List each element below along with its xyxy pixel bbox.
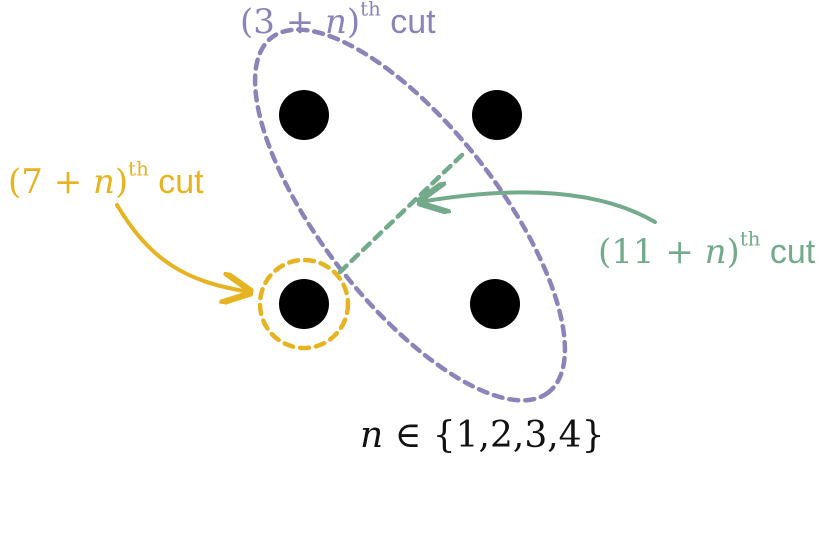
purple-cut-ellipse: [252, 27, 568, 403]
yellow-cut-word: cut: [148, 163, 204, 201]
purple-cut-word: cut: [380, 3, 436, 41]
node-top-left: [279, 90, 329, 140]
node-bottom-right: [470, 279, 520, 329]
purple-cut-label: (3 + n)th cut: [240, 0, 436, 42]
yellow-arrow: [115, 203, 250, 292]
green-arrow: [420, 192, 657, 224]
green-cut-math: (11 + n)th: [598, 227, 761, 272]
yellow-cut-circle: [257, 257, 351, 351]
green-cut-line: [337, 152, 465, 275]
node-bottom-left: [279, 279, 329, 329]
purple-cut-math: (3 + n)th: [240, 0, 381, 42]
yellow-cut-math: (7 + n)th: [8, 157, 149, 202]
node-top-right: [472, 90, 522, 140]
green-cut-word: cut: [760, 233, 816, 271]
green-cut-label: (11 + n)th cut: [598, 227, 816, 272]
set-definition-label: n ∈ {1,2,3,4}: [360, 415, 605, 456]
yellow-cut-label: (7 + n)th cut: [8, 157, 204, 202]
